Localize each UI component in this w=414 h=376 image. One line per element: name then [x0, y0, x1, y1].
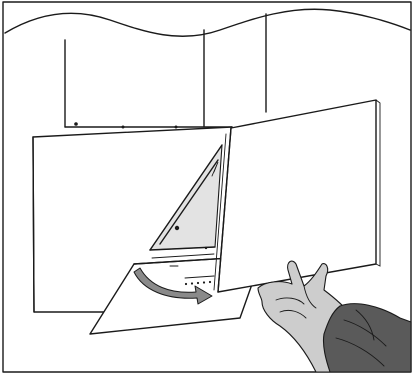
wall-cabinet-icon	[65, 14, 266, 129]
glass-front-panel-icon	[214, 100, 380, 292]
wall-cabinet-top-icon	[5, 9, 410, 36]
